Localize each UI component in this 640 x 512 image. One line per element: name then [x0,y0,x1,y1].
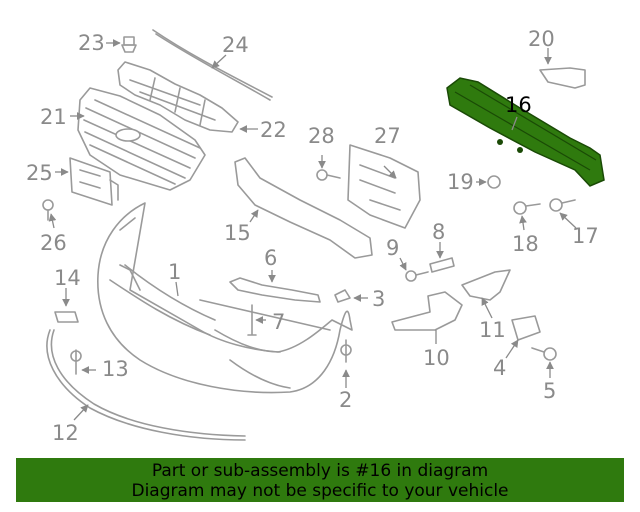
callout-17: 17 [572,224,599,248]
callout-24: 24 [222,33,249,57]
leader-lines [48,39,577,421]
callout-3: 3 [372,287,385,311]
part-13-screw[interactable] [70,349,82,375]
part-24-strip[interactable] [152,29,273,98]
callout-numbers: 1 2 3 4 5 6 7 8 9 10 11 12 13 14 15 16 1… [26,27,599,445]
part-4-pad[interactable] [511,315,541,341]
part-12-lower-strip[interactable] [46,329,246,441]
info-banner: Part or sub-assembly is #16 in diagram D… [16,458,624,502]
part-5-bolt[interactable] [531,347,557,361]
part-25-bracket[interactable] [69,157,119,206]
callout-15: 15 [224,221,251,245]
callout-16: 16 [505,93,532,117]
part-16-reinforcement-highlighted[interactable] [446,77,605,187]
callout-14: 14 [54,266,81,290]
callout-8: 8 [432,220,445,244]
callout-26: 26 [40,231,67,255]
part-20-bracket[interactable] [539,67,586,89]
part-21-grille[interactable] [77,87,206,191]
banner-line-1: Part or sub-assembly is #16 in diagram [151,461,489,481]
callout-18: 18 [512,232,539,256]
callout-13: 13 [102,357,129,381]
part-3-clip[interactable] [334,289,351,303]
part-11-bracket[interactable] [461,269,511,301]
part-10-bracket[interactable] [391,291,463,331]
part-23-clip[interactable] [121,36,137,53]
banner-line-2: Diagram may not be specific to your vehi… [131,481,509,501]
callout-27: 27 [374,124,401,148]
callout-28: 28 [308,124,335,148]
part-6-bracket[interactable] [229,277,321,303]
callout-9: 9 [386,236,399,260]
callout-6: 6 [264,246,277,270]
part-28-bolt[interactable] [316,169,341,181]
callout-2: 2 [339,388,352,412]
part-8-pad[interactable] [429,257,455,273]
callout-7: 7 [272,310,285,334]
callout-21: 21 [40,105,67,129]
callout-12: 12 [52,421,79,445]
callout-11: 11 [479,318,506,342]
callout-10: 10 [423,346,450,370]
part-15-absorber[interactable] [234,157,373,259]
parts-diagram: 1 2 3 4 5 6 7 8 9 10 11 12 13 14 15 16 1… [26,27,605,445]
part-9-bolt[interactable] [405,270,429,282]
part-18-bolt[interactable] [513,201,541,215]
callout-19: 19 [447,170,474,194]
part-1-bumper-cover[interactable] [97,202,353,394]
callout-1: 1 [168,260,181,284]
part-2-screw[interactable] [340,339,352,363]
part-19-nut[interactable] [487,175,501,189]
part-14-clip[interactable] [54,311,79,323]
callout-5: 5 [543,379,556,403]
callout-22: 22 [260,118,287,142]
callout-23: 23 [78,31,105,55]
part-7-pin[interactable] [247,304,257,336]
part-27-bracket[interactable] [347,144,421,229]
callout-25: 25 [26,161,53,185]
callout-20: 20 [528,27,555,51]
part-17-bolt[interactable] [549,198,576,212]
part-26-bolt[interactable] [42,199,54,221]
callout-4: 4 [493,356,506,380]
